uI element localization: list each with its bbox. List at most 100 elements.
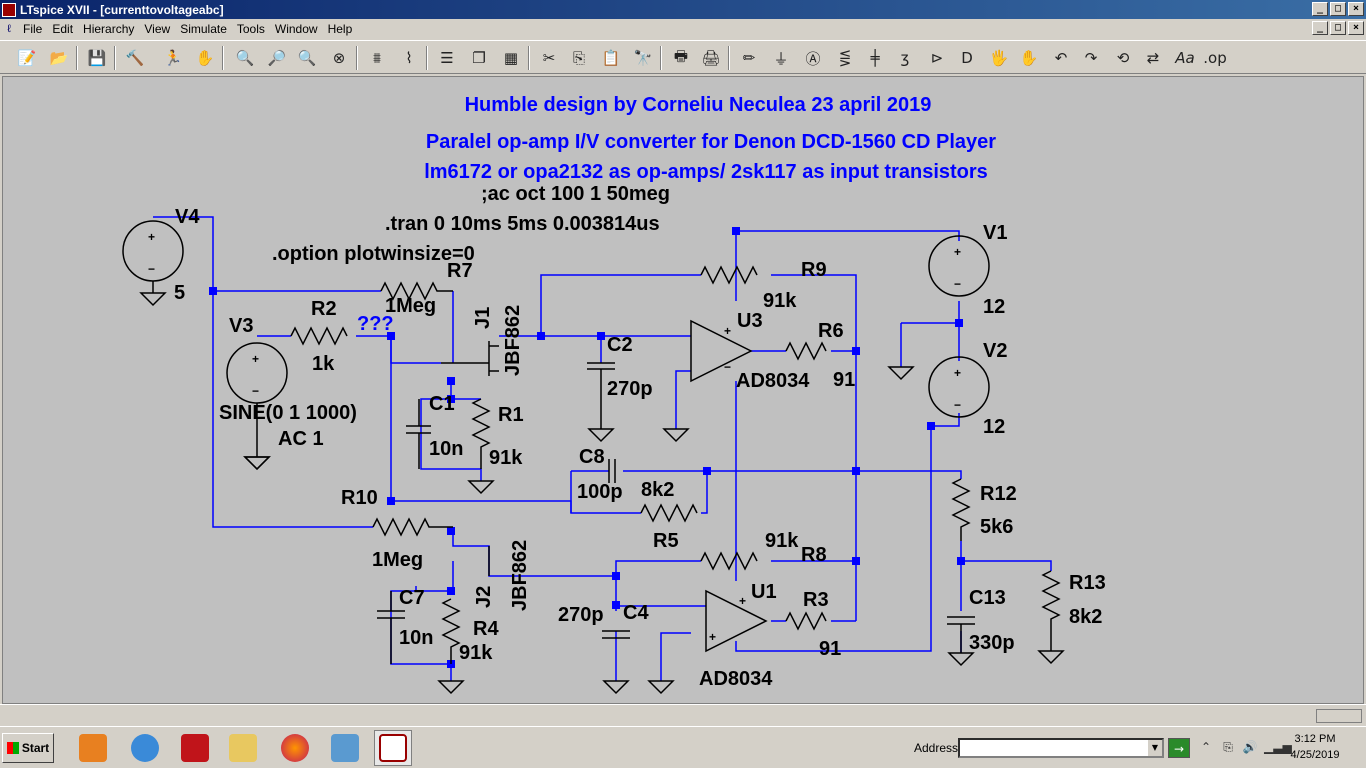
media-player-icon[interactable] bbox=[74, 730, 112, 766]
label-r13: R13 bbox=[1069, 572, 1106, 594]
clock-time: 3:12 PM bbox=[1294, 733, 1336, 745]
svg-text:+: + bbox=[709, 630, 716, 644]
start-button[interactable]: Start bbox=[2, 733, 54, 763]
volume-icon[interactable]: 🔊 bbox=[1242, 740, 1258, 754]
internet-explorer-icon[interactable] bbox=[126, 730, 164, 766]
go-button[interactable]: → bbox=[1168, 738, 1190, 758]
title-line-2[interactable]: Paralel op-amp I/V converter for Denon D… bbox=[426, 131, 996, 153]
paste-icon[interactable]: 📋 bbox=[601, 49, 621, 67]
label-r8-value: 91k bbox=[765, 530, 799, 552]
undo-icon[interactable]: ↶ bbox=[1054, 49, 1068, 67]
zoom-out-icon[interactable]: 🔍 bbox=[297, 49, 317, 67]
zoom-fit-icon[interactable]: ⊗ bbox=[332, 49, 346, 67]
svg-text:+: + bbox=[739, 594, 746, 608]
close-button[interactable]: × bbox=[1348, 2, 1364, 16]
explorer-icon[interactable] bbox=[224, 730, 262, 766]
menu-tools[interactable]: Tools bbox=[236, 21, 265, 36]
spice-directive-icon[interactable]: .op bbox=[1203, 49, 1227, 67]
rotate-icon[interactable]: ⟲ bbox=[1116, 49, 1130, 67]
clock[interactable]: 3:12 PM 4/25/2019 bbox=[1280, 731, 1350, 763]
autoscale-icon[interactable]: ⩩ bbox=[372, 49, 381, 67]
label-net-icon[interactable]: Ⓐ bbox=[805, 49, 821, 68]
cascade-icon[interactable]: ❐ bbox=[472, 49, 486, 67]
mdi-minimize-button[interactable]: _ bbox=[1312, 21, 1328, 35]
ltspice-app-icon[interactable] bbox=[2, 2, 16, 17]
mdi-close-button[interactable]: × bbox=[1348, 21, 1364, 35]
move-icon[interactable]: 🖐 bbox=[989, 49, 1009, 67]
menu-edit[interactable]: Edit bbox=[52, 21, 74, 36]
system-tray: ⌃ ⎘ 🔊 ▁▃▅ bbox=[1195, 730, 1366, 766]
drag-icon[interactable]: ✋ bbox=[1019, 49, 1039, 67]
new-schematic-icon[interactable]: 📝 bbox=[17, 49, 37, 67]
label-r12: R12 bbox=[980, 483, 1017, 505]
tile-vertical-icon[interactable]: ▦ bbox=[503, 49, 519, 67]
image-viewer-icon[interactable] bbox=[326, 730, 364, 766]
redo-icon[interactable]: ↷ bbox=[1084, 49, 1098, 67]
control-panel-icon[interactable]: 🔨 bbox=[125, 49, 145, 67]
tile-horizontal-icon[interactable]: ☰ bbox=[440, 49, 454, 67]
draw-wire-icon[interactable]: ✏ bbox=[742, 49, 756, 67]
directive-tran[interactable]: .tran 0 10ms 5ms 0.003814us bbox=[385, 213, 660, 235]
halt-icon[interactable]: ✋ bbox=[195, 49, 215, 67]
cut-icon[interactable]: ✂ bbox=[542, 49, 556, 67]
acrobat-icon[interactable] bbox=[176, 730, 214, 766]
component-icon[interactable]: D bbox=[961, 49, 973, 67]
title-line-3[interactable]: lm6172 or opa2132 as op-amps/ 2sk117 as … bbox=[424, 161, 988, 183]
maximize-button[interactable]: □ bbox=[1330, 2, 1346, 16]
firefox-icon[interactable] bbox=[276, 730, 314, 766]
run-icon[interactable]: 🏃 bbox=[163, 49, 183, 67]
inductor-icon[interactable]: ʒ bbox=[900, 49, 910, 67]
menu-simulate[interactable]: Simulate bbox=[180, 21, 227, 36]
resistor-icon[interactable]: ⋚ bbox=[838, 49, 852, 67]
open-icon[interactable]: 📂 bbox=[49, 49, 69, 67]
network-icon[interactable]: ⎘ bbox=[1223, 740, 1233, 754]
label-r8: R8 bbox=[801, 544, 827, 566]
label-v1: V1 bbox=[983, 222, 1007, 244]
waveform-icon[interactable]: ⌇ bbox=[405, 49, 413, 67]
label-c7-value: 10n bbox=[399, 627, 433, 649]
label-v2: V2 bbox=[983, 340, 1007, 362]
menu-window[interactable]: Window bbox=[274, 21, 318, 36]
address-input[interactable] bbox=[958, 738, 1164, 758]
diode-icon[interactable]: ⊳ bbox=[930, 49, 944, 67]
zoom-in-icon[interactable]: 🔍 bbox=[235, 49, 255, 67]
label-v4: V4 bbox=[175, 206, 200, 228]
copy-icon[interactable]: ⎘ bbox=[572, 49, 585, 67]
zoom-pan-icon[interactable]: 🔎 bbox=[267, 49, 287, 67]
minimize-button[interactable]: _ bbox=[1312, 2, 1328, 16]
menu-view[interactable]: View bbox=[144, 21, 171, 36]
schematic-svg[interactable]: Humble design by Corneliu Neculea 23 apr… bbox=[3, 77, 1365, 705]
svg-text:+: + bbox=[954, 366, 961, 380]
menu-help[interactable]: Help bbox=[327, 21, 353, 36]
menu-file[interactable]: File bbox=[23, 21, 43, 36]
mirror-icon[interactable]: ⇄ bbox=[1146, 49, 1160, 67]
directive-ac[interactable]: ;ac oct 100 1 50meg bbox=[481, 183, 670, 205]
document-icon[interactable]: ℓ bbox=[7, 22, 11, 35]
svg-text:−: − bbox=[252, 384, 259, 398]
label-r13-value: 8k2 bbox=[1069, 606, 1102, 628]
signal-icon[interactable]: ▁▃▅ bbox=[1264, 740, 1292, 754]
capacitor-icon[interactable]: ╪ bbox=[870, 49, 880, 67]
menu-hierarchy[interactable]: Hierarchy bbox=[83, 21, 135, 36]
net-label-unknown[interactable]: ??? bbox=[357, 313, 394, 335]
ltspice-icon[interactable] bbox=[374, 730, 412, 766]
label-v3: V3 bbox=[229, 315, 253, 337]
title-line-1[interactable]: Humble design by Corneliu Neculea 23 apr… bbox=[465, 94, 932, 116]
chevron-up-icon[interactable]: ⌃ bbox=[1200, 740, 1212, 754]
save-icon[interactable]: 💾 bbox=[87, 49, 107, 67]
text-icon[interactable]: Aa bbox=[1175, 49, 1195, 67]
label-c2-value: 270p bbox=[607, 378, 653, 400]
label-v3-value: SINE(0 1 1000) bbox=[219, 402, 357, 424]
directive-option[interactable]: .option plotwinsize=0 bbox=[272, 243, 475, 265]
schematic-canvas[interactable]: Humble design by Corneliu Neculea 23 apr… bbox=[2, 76, 1364, 704]
label-c1-value: 10n bbox=[429, 438, 463, 460]
find-icon[interactable]: 🔭 bbox=[633, 49, 653, 67]
mdi-restore-button[interactable]: □ bbox=[1330, 21, 1346, 35]
label-c7: C7 bbox=[399, 587, 425, 609]
ground-icon[interactable]: ⏚ bbox=[773, 49, 789, 68]
svg-text:−: − bbox=[954, 398, 961, 412]
chevron-down-icon[interactable]: ▼ bbox=[1148, 740, 1162, 756]
print-setup-icon[interactable]: 🖶 bbox=[673, 46, 689, 65]
status-pane bbox=[1316, 709, 1362, 723]
print-icon[interactable]: 🖨 bbox=[701, 49, 721, 67]
